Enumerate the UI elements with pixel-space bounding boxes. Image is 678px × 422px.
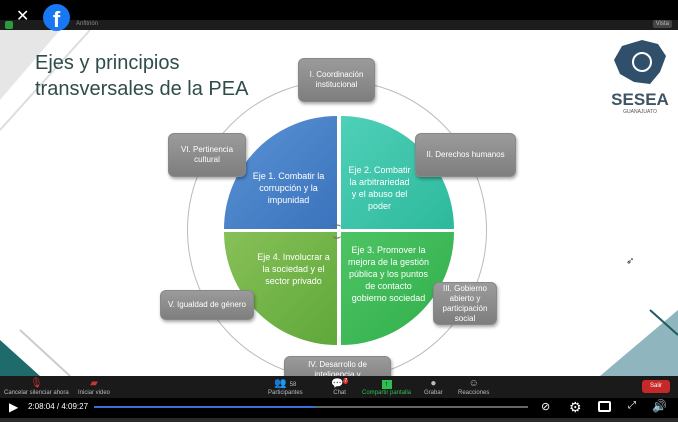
play-icon[interactable]: ▶ — [9, 400, 19, 414]
share-screen-button[interactable]: ↑Compartir pantalla — [362, 378, 411, 396]
captions-icon[interactable]: ⊘ — [541, 401, 551, 413]
principle-3: III. Gobierno abierto y participación so… — [433, 282, 497, 325]
zoom-header-strip: Anfitrión Vista — [0, 20, 678, 30]
principle-4: IV. Desarrollo de inteligencia y — [284, 356, 391, 376]
gear-icon[interactable]: ⚙ — [569, 399, 582, 415]
record-icon: ● — [430, 378, 437, 389]
progress-bar[interactable] — [94, 406, 528, 408]
muted-mic-icon: 🎙 — [30, 378, 43, 389]
host-label: Anfitrión — [76, 21, 99, 27]
bottom-edge — [0, 418, 678, 422]
chat-badge: 7 — [343, 378, 349, 384]
principle-2: II. Derechos humanos — [415, 133, 516, 177]
center-arrows-icon: ⌢⌣ — [332, 216, 342, 244]
unmute-button[interactable]: 🎙Cancelar silenciar ahora — [4, 378, 69, 396]
video-overlay-top: ✕ f — [0, 0, 678, 31]
share-screen-icon: ↑ — [362, 378, 411, 390]
reactions-button[interactable]: ☺Reacciones — [458, 378, 489, 396]
slide-title: Ejes y principios transversales de la PE… — [35, 50, 248, 102]
video-off-icon: ▰ — [90, 378, 98, 389]
view-button[interactable]: Vista — [652, 20, 672, 28]
reactions-icon: ☺ — [468, 378, 479, 389]
participants-count: 58 — [289, 382, 297, 388]
presentation-slide: Ejes y principios transversales de la PE… — [0, 30, 678, 376]
logo-subtext: GUANAJUATO — [623, 109, 657, 115]
reactions-label: Reacciones — [458, 390, 490, 396]
start-video-button[interactable]: ▰Iniciar video — [78, 378, 110, 396]
unmute-label: Cancelar silenciar ahora — [4, 390, 69, 396]
chat-icon: 💬7 — [331, 378, 349, 390]
facebook-icon[interactable]: f — [43, 4, 70, 31]
logo-text: SESEA — [611, 90, 669, 109]
volume-icon[interactable]: 🔊 — [652, 399, 667, 413]
share-label: Compartir pantalla — [362, 390, 412, 396]
principle-5: V. Igualdad de género — [160, 290, 254, 320]
title-line-1: Ejes y principios — [35, 52, 180, 74]
chat-label: Chat — [333, 390, 346, 396]
zoom-toolbar: 🎙Cancelar silenciar ahora ▰Iniciar video… — [0, 376, 678, 400]
time-display: 2:08:04 / 4:09:27 — [28, 402, 89, 411]
principle-1: I. Coordinación institucional — [298, 58, 375, 102]
principle-6: VI. Pertinencia cultural — [168, 133, 246, 177]
guanajuato-map-icon — [614, 40, 666, 84]
title-line-2: transversales de la PEA — [35, 78, 249, 100]
record-label: Grabar — [424, 390, 443, 396]
video-player-controls: ▶ 2:08:04 / 4:09:27 ⊘ ⚙ ⤢ 🔊 — [0, 398, 678, 418]
record-button[interactable]: ●Grabar — [424, 378, 443, 396]
mouse-cursor-icon: ➶ — [626, 256, 635, 267]
progress-fill — [94, 406, 316, 408]
shield-icon — [5, 21, 13, 29]
fullscreen-icon[interactable]: ⤢ — [628, 400, 636, 411]
slide-decoration — [0, 30, 678, 376]
sesea-logo: SESEA GUANAJUATO — [605, 38, 675, 115]
video-label: Iniciar video — [78, 390, 111, 396]
pip-icon[interactable] — [598, 401, 611, 412]
participants-icon: 👥 58 — [274, 378, 297, 389]
participants-label: Participantes — [268, 390, 303, 396]
leave-button[interactable]: Salir — [642, 380, 670, 393]
